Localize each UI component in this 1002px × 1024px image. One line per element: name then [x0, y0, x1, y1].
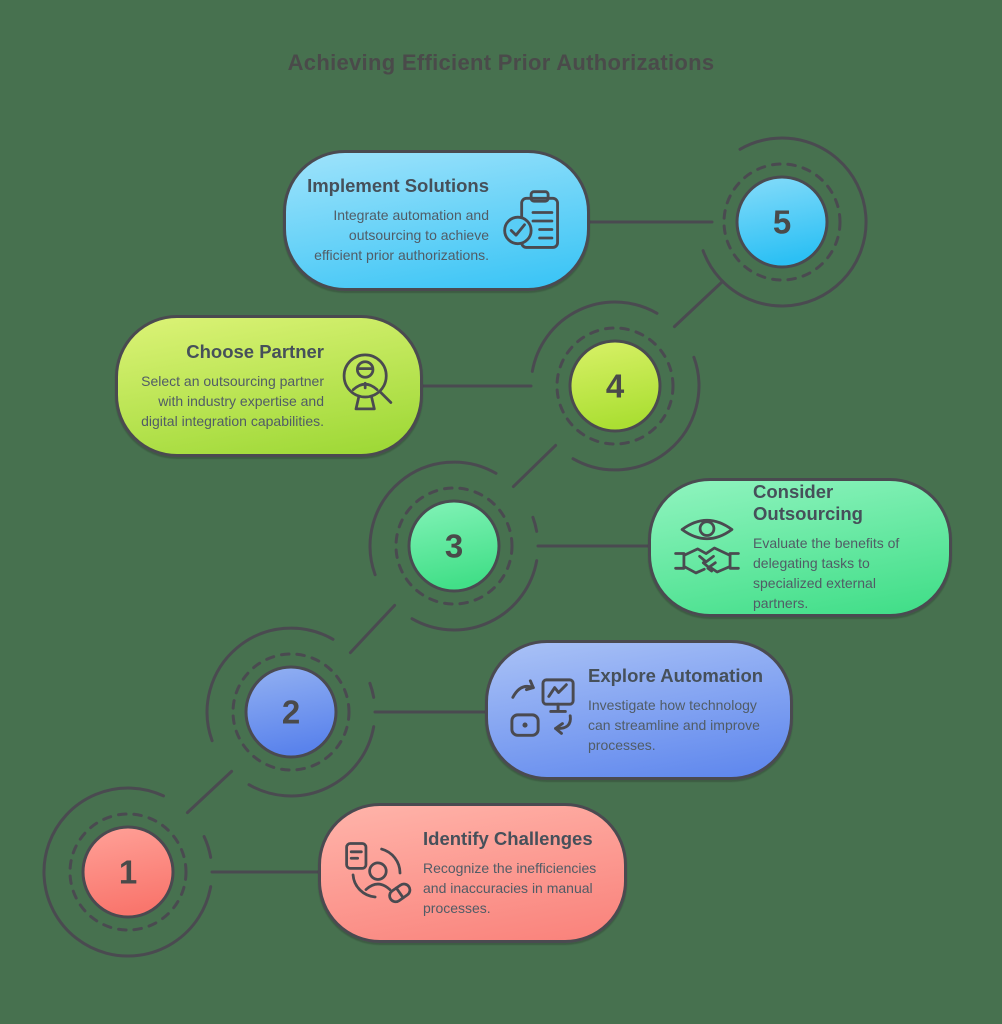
node-number-3: 3 [445, 528, 463, 565]
step-card-implement-solutions: Implement Solutions Integrate automation… [283, 150, 590, 291]
node-circle-3 [407, 499, 501, 593]
step-heading: Consider Outsourcing [753, 481, 863, 524]
step-heading: Choose Partner [186, 340, 324, 362]
node-outer-ring-1 [42, 786, 213, 958]
step-node-5: 5 [701, 136, 868, 308]
clipboard-check-icon [499, 187, 567, 255]
node-circle-2 [244, 665, 338, 759]
node-dashed-ring-4 [555, 326, 675, 446]
step-body: Evaluate the benefits of delegating task… [753, 535, 900, 611]
node-dashed-ring-5 [722, 162, 842, 282]
connector-line [511, 443, 558, 489]
node-circle-1 [81, 825, 175, 919]
node-outer-ring-5 [701, 136, 868, 308]
node-outer-ring-3 [368, 460, 539, 632]
node-outer-ring-4 [530, 300, 701, 472]
page-title: Achieving Efficient Prior Authorizations [287, 50, 715, 75]
step-heading: Implement Solutions [307, 175, 489, 197]
node-number-4: 4 [606, 368, 625, 405]
step-card-explore-automation: Explore Automation Investigate how techn… [485, 640, 793, 780]
connector-lines [185, 220, 725, 874]
node-number-2: 2 [282, 694, 300, 731]
step-node-1: 1 [42, 786, 213, 958]
step-card-consider-outsourcing: Consider Outsourcing Evaluate the benefi… [648, 478, 952, 617]
step-body: Recognize the inefficiencies and inaccur… [423, 859, 597, 916]
step-body: Investigate how technology can streamlin… [588, 696, 760, 753]
step-heading: Explore Automation [588, 664, 764, 686]
node-dashed-ring-2 [231, 652, 351, 772]
step-body: Integrate automation and outsourcing to … [314, 207, 489, 264]
node-circle-4 [568, 339, 662, 433]
node-outer-ring-2 [205, 626, 376, 798]
step-heading: Identify Challenges [423, 827, 593, 849]
partner-search-icon [334, 350, 400, 422]
connector-line [348, 603, 397, 655]
node-dashed-ring-3 [394, 486, 514, 606]
node-number-1: 1 [119, 854, 137, 891]
connector-line [185, 769, 234, 815]
patient-record-icon [341, 838, 413, 908]
node-dashed-ring-1 [68, 812, 188, 932]
step-node-4: 4 [530, 300, 701, 472]
eye-handshake-icon [671, 507, 743, 589]
step-node-2: 2 [205, 626, 376, 798]
node-circle-5 [735, 175, 829, 269]
connector-line [672, 279, 725, 329]
step-node-3: 3 [368, 460, 539, 632]
node-number-5: 5 [773, 204, 791, 241]
step-body: Select an outsourcing partner with indus… [141, 372, 324, 429]
step-card-choose-partner: Choose Partner Select an outsourcing par… [115, 315, 423, 457]
step-card-identify-challenges: Identify Challenges Recognize the ineffi… [318, 803, 627, 943]
automation-icon [508, 675, 578, 745]
